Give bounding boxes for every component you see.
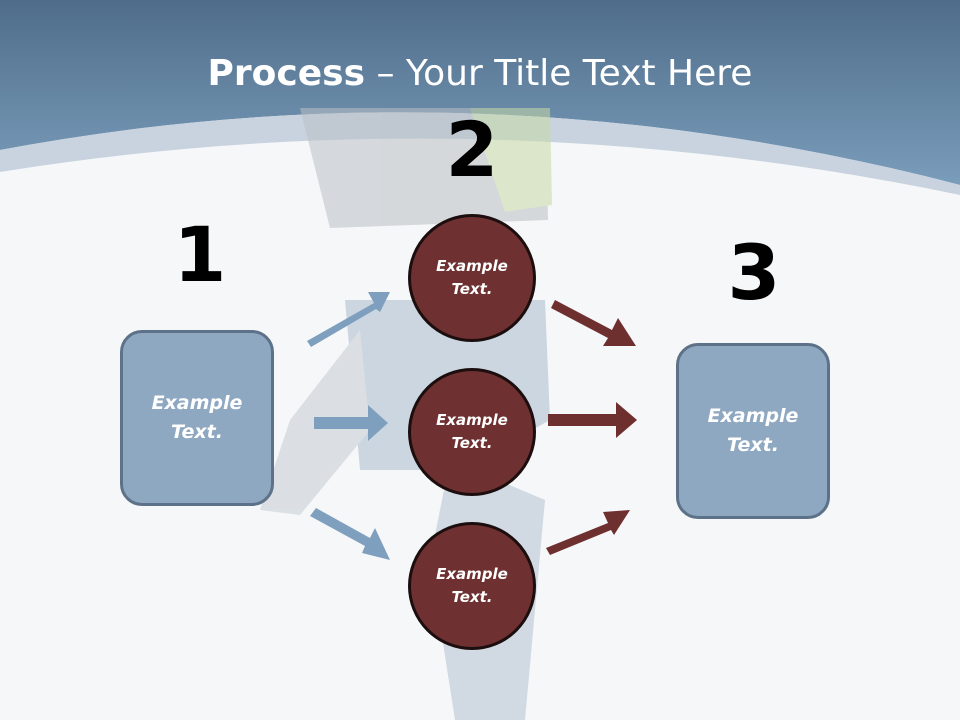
- circle-bottom: Example Text.: [408, 522, 536, 650]
- arrow-blue-down: [310, 508, 390, 560]
- title-bold: Process: [207, 53, 366, 94]
- circle-top: Example Text.: [408, 214, 536, 342]
- header-swoosh: [0, 112, 960, 195]
- right-step-box: Example Text.: [676, 343, 830, 519]
- maroon-arrows: [546, 300, 637, 555]
- arrow-blue-right: [314, 405, 388, 441]
- circle-top-label: Example Text.: [436, 257, 508, 298]
- circle-middle: Example Text.: [408, 368, 536, 496]
- arrow-blue-up: [307, 292, 390, 347]
- left-step-box: Example Text.: [120, 330, 274, 506]
- step-number-3: 3: [727, 228, 781, 317]
- step-number-2: 2: [445, 105, 499, 194]
- right-box-label: Example Text.: [707, 405, 799, 456]
- circle-bottom-label: Example Text.: [436, 565, 508, 606]
- header-band: [0, 0, 960, 185]
- arrow-maroon-right: [548, 402, 637, 438]
- title-rest: – Your Title Text Here: [365, 53, 753, 94]
- left-box-label: Example Text.: [151, 392, 243, 443]
- circle-middle-label: Example Text.: [436, 411, 508, 452]
- blue-arrows: [307, 292, 390, 560]
- step-number-1: 1: [173, 210, 227, 299]
- arrow-maroon-down: [551, 300, 636, 346]
- arrow-maroon-up: [546, 510, 630, 555]
- slide-title: Process – Your Title Text Here: [0, 50, 960, 98]
